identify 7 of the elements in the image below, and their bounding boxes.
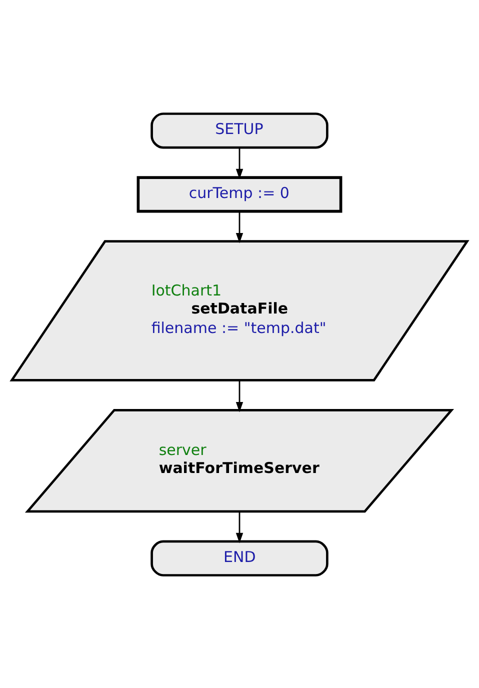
- arrow: [236, 211, 244, 243]
- arrow: [236, 147, 244, 179]
- node-box: SETUP: [150, 112, 328, 148]
- node-box: END: [150, 540, 328, 576]
- arrow: [236, 511, 244, 543]
- node-box: curTemp := 0: [136, 176, 342, 212]
- arrow: [236, 380, 244, 412]
